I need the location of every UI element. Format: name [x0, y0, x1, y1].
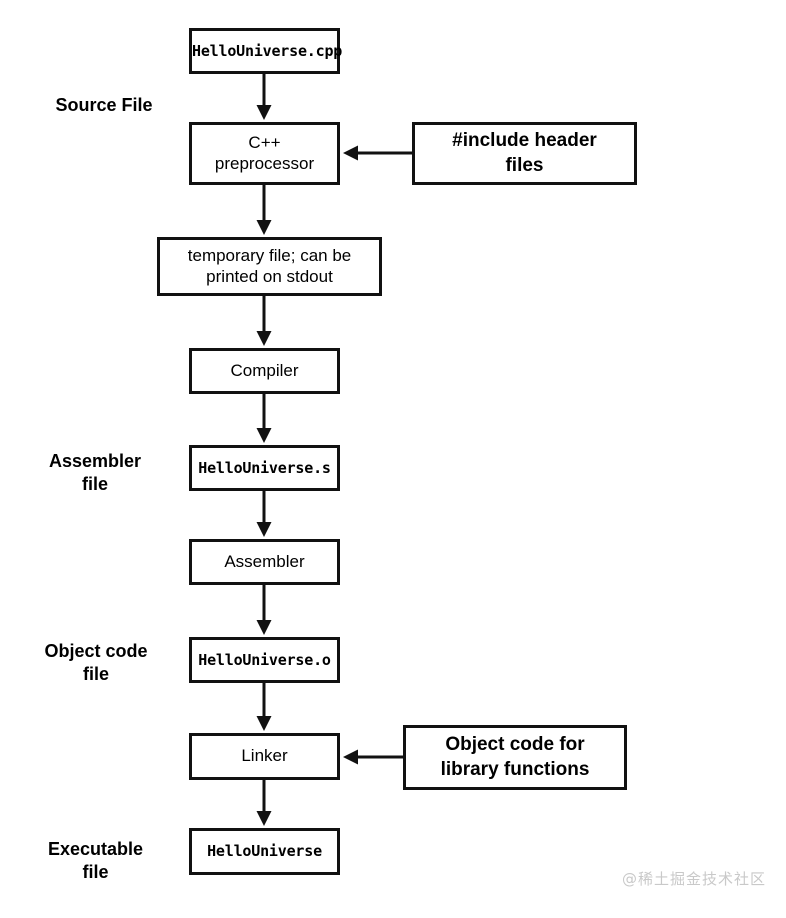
- node-label-cpp-preprocessor: C++ preprocessor: [214, 132, 315, 173]
- node-label-hellouniverse-exe: HelloUniverse: [207, 842, 322, 861]
- node-include-header-files: #include header files: [412, 122, 637, 185]
- arrow-o-to-linker: [256, 683, 272, 731]
- node-assembler: Assembler: [189, 539, 340, 585]
- stage-label-source-file: Source File: [55, 95, 153, 115]
- node-hellouniverse-cpp: HelloUniverse.cpp: [189, 28, 343, 74]
- node-label-include-header-files: #include header files: [452, 129, 597, 176]
- node-linker: Linker: [189, 733, 340, 780]
- node-label-hellouniverse-s: HelloUniverse.s: [198, 458, 331, 477]
- arrow-library-to-linker: [343, 749, 403, 765]
- arrow-include-to-preprocessor: [343, 145, 412, 161]
- arrow-s-to-assembler: [256, 491, 272, 537]
- node-label-object-code-library: Object code for library functions: [440, 733, 590, 780]
- node-compiler: Compiler: [189, 348, 340, 394]
- node-label-temporary-file: temporary file; can be printed on stdout: [187, 245, 352, 286]
- node-hellouniverse-o: HelloUniverse.o: [189, 637, 340, 683]
- watermark: @稀土掘金技术社区: [622, 870, 767, 888]
- node-label-assembler: Assembler: [224, 551, 305, 571]
- stage-label-assembler-file: Assembler file: [48, 451, 142, 495]
- arrow-temp-to-compiler: [256, 296, 272, 346]
- node-label-hellouniverse-cpp: HelloUniverse.cpp: [192, 41, 343, 60]
- node-label-linker: Linker: [241, 746, 288, 766]
- arrow-cpp-to-preprocessor: [256, 74, 272, 120]
- node-hellouniverse-s: HelloUniverse.s: [189, 445, 340, 491]
- arrow-assembler-to-o: [256, 585, 272, 635]
- node-label-hellouniverse-o: HelloUniverse.o: [198, 650, 331, 669]
- stage-label-object-code-file: Object code file: [44, 641, 148, 685]
- node-object-code-library: Object code for library functions: [403, 725, 627, 790]
- arrow-linker-to-exe: [256, 780, 272, 826]
- stage-label-executable-file: Executable file: [47, 839, 144, 883]
- node-label-compiler: Compiler: [230, 360, 299, 380]
- node-temporary-file: temporary file; can be printed on stdout: [157, 237, 382, 296]
- node-cpp-preprocessor: C++ preprocessor: [189, 122, 340, 185]
- node-hellouniverse-exe: HelloUniverse: [189, 828, 340, 875]
- arrow-compiler-to-s: [256, 394, 272, 443]
- arrow-preprocessor-to-temp: [256, 185, 272, 235]
